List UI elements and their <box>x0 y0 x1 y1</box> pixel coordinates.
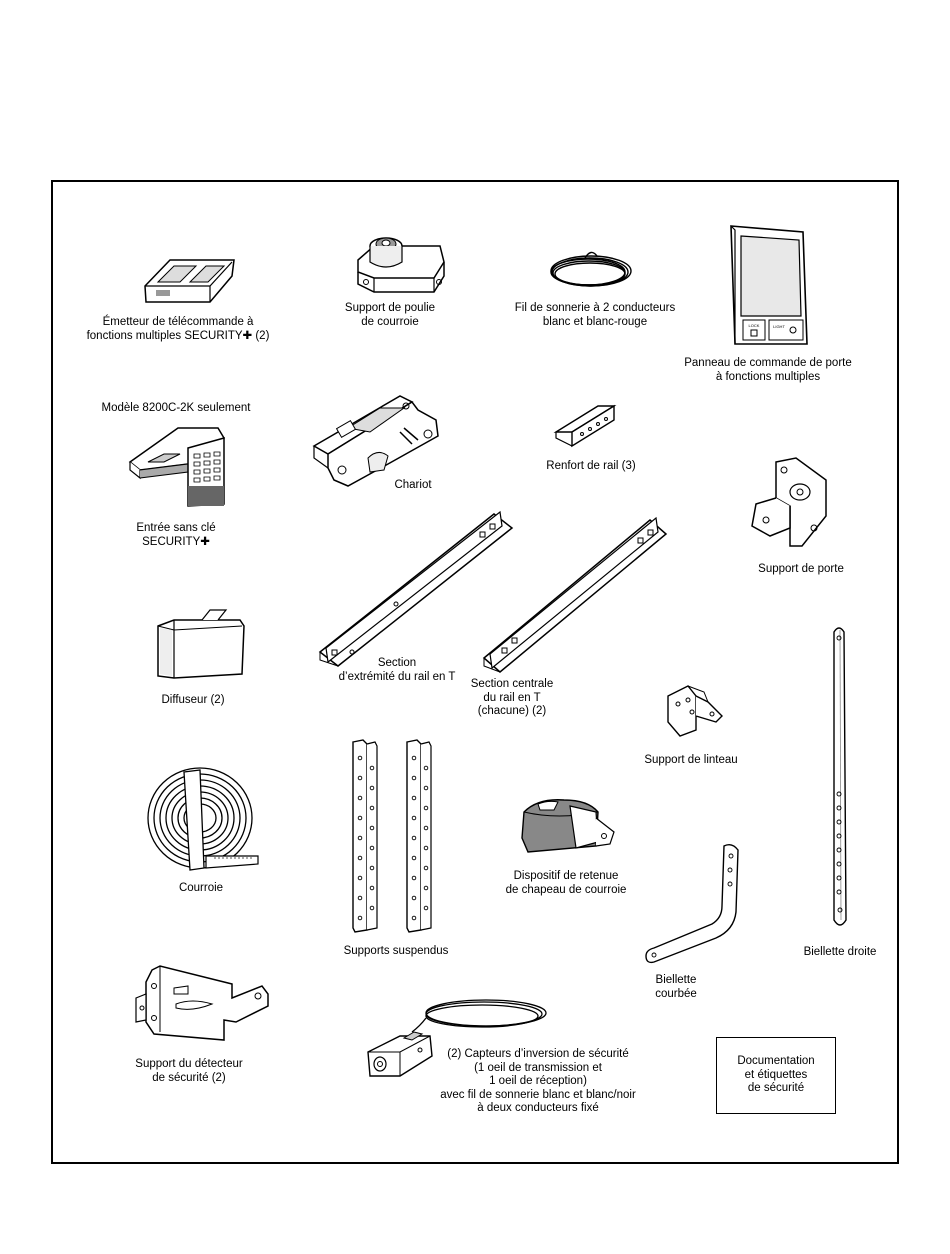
label-line: Section <box>377 657 417 669</box>
belt-cap-illustration <box>518 798 618 856</box>
belt-label: Courroie <box>179 882 223 896</box>
door-bracket-label: Support de porte <box>758 563 844 577</box>
label-line: de chapeau de courroie <box>505 883 627 896</box>
label-line: Fil de sonnerie à 2 conducteurs <box>514 302 676 314</box>
belt-illustration <box>144 764 262 876</box>
label-line: Renfort de rail (3) <box>546 460 636 472</box>
label-line: à fonctions multiples <box>715 370 821 383</box>
belt-cap-label: Dispositif de retenue de chapeau de cour… <box>506 870 627 897</box>
label-line: Chariot <box>394 479 432 491</box>
label-line: (1 oeil de transmission et <box>474 1061 602 1074</box>
end-rail-label: Section d’extrémité du rail en T <box>339 657 456 684</box>
header-bracket-label: Support de linteau <box>644 754 737 768</box>
label-line: de sécurité (2) <box>152 1071 226 1084</box>
light-bulb-icon <box>790 327 796 333</box>
label-line: Support du détecteur <box>135 1058 243 1070</box>
label-line: d’extrémité du rail en T <box>338 670 456 683</box>
sensor-bracket-label: Support du détecteur de sécurité (2) <box>135 1058 242 1085</box>
header-bracket-illustration <box>664 682 726 738</box>
label-line: Documentation <box>737 1055 815 1068</box>
label-line: Dispositif de retenue <box>513 870 619 882</box>
curved-arm-label: Biellette courbée <box>655 974 697 1001</box>
straight-arm-label: Biellette droite <box>804 946 877 960</box>
label-line: Supports suspendus <box>343 945 449 957</box>
pulley-bracket-label: Support de poulie de courroie <box>345 302 435 329</box>
label-line: Support de linteau <box>644 754 738 766</box>
label-line: à deux conducteurs fixé <box>477 1102 599 1114</box>
remote-transmitter-label: Émetteur de télécommande à fonctions mul… <box>87 316 270 343</box>
sensor-bracket-illustration <box>132 962 272 1044</box>
curved-arm-illustration <box>644 842 746 966</box>
label-line: Support de poulie <box>344 302 436 314</box>
label-line: de courroie <box>361 315 419 328</box>
label-line: courbée <box>655 987 697 1000</box>
light-button-text: LIGHT <box>773 324 785 329</box>
label-line: 1 oeil de réception) <box>489 1075 587 1087</box>
safety-sensors-illustration <box>364 996 548 1086</box>
label-line: Support de porte <box>758 563 844 575</box>
parts-frame <box>51 180 899 1164</box>
label-line: Panneau de commande de porte <box>684 357 852 369</box>
documentation-box: Documentation et étiquettes de sécurité <box>716 1037 836 1114</box>
straight-arm-illustration <box>828 624 850 930</box>
label-line: fonctions multiples SECURITY✚ (2) <box>86 329 270 342</box>
diffuser-illustration <box>154 608 248 682</box>
label-line: avec fil de sonnerie blanc et blanc/noir <box>440 1088 636 1101</box>
pulley-bracket-illustration <box>354 232 448 298</box>
door-bracket-illustration <box>750 456 830 564</box>
door-control-illustration: LOCK LIGHT <box>727 224 811 346</box>
center-rail-illustration <box>480 516 670 672</box>
label-line: Biellette <box>655 974 697 986</box>
diffuser-label: Diffuseur (2) <box>161 694 224 708</box>
label-line: blanc et blanc-rouge <box>542 315 648 328</box>
center-rail-label: Section centrale du rail en T (chacune) … <box>471 678 553 719</box>
label-line: Biellette droite <box>803 946 877 958</box>
lock-button-text: LOCK <box>749 323 760 328</box>
safety-sensors-label: (2) Capteurs d’inversion de sécurité (1 … <box>440 1048 636 1116</box>
end-rail-illustration <box>316 510 516 666</box>
rail-brace-illustration <box>554 402 618 448</box>
trolley-illustration <box>308 388 444 488</box>
keyless-model-note: Modèle 8200C-2K seulement <box>101 402 251 414</box>
label-line: du rail en T <box>483 691 541 704</box>
remote-transmitter-illustration <box>140 252 240 308</box>
label-line: SECURITY✚ <box>142 535 210 548</box>
label-line: (2) Capteurs d’inversion de sécurité <box>447 1048 629 1060</box>
door-control-label: Panneau de commande de porte à fonctions… <box>684 357 852 384</box>
label-line: Diffuseur (2) <box>161 694 225 706</box>
label-line: Courroie <box>178 882 224 894</box>
keyless-entry-illustration <box>128 424 228 510</box>
lock-icon <box>751 330 757 336</box>
documentation-label: Documentation et étiquettes de sécurité <box>737 1055 814 1096</box>
rail-brace-label: Renfort de rail (3) <box>546 460 635 474</box>
label-line: Entrée sans clé <box>136 522 216 534</box>
bell-wire-illustration <box>545 250 635 294</box>
bell-wire-label: Fil de sonnerie à 2 conducteurs blanc et… <box>515 302 675 329</box>
label-line: Section centrale <box>470 678 554 690</box>
label-line: (chacune) (2) <box>477 705 547 717</box>
trolley-label: Chariot <box>394 479 431 493</box>
label-line: Émetteur de télécommande à <box>102 316 254 328</box>
keyless-entry-label: Entrée sans clé SECURITY✚ <box>136 522 215 549</box>
hanging-brackets-illustration <box>345 738 445 934</box>
label-line: de sécurité <box>747 1082 805 1095</box>
hanging-brackets-label: Supports suspendus <box>344 945 449 959</box>
label-line: et étiquettes <box>744 1068 808 1081</box>
